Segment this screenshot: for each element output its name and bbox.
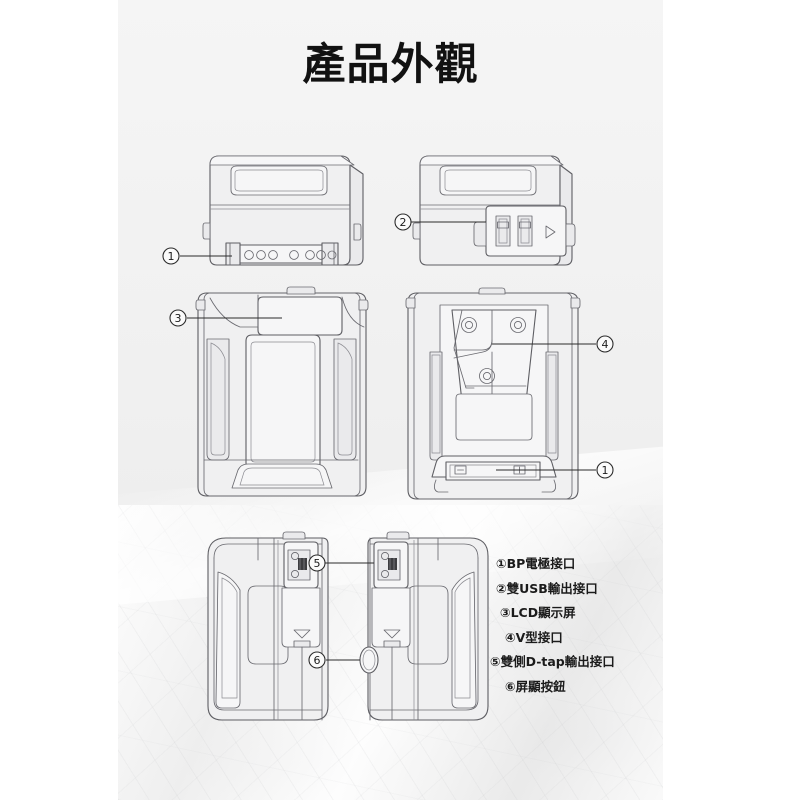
svg-text:2: 2 — [400, 216, 407, 229]
d-tap-port-left — [283, 541, 319, 589]
svg-text:6: 6 — [314, 654, 321, 667]
bp-contacts — [244, 250, 337, 260]
view-top-right: 2 — [394, 155, 576, 266]
callout-4-mid-right: 4 — [492, 335, 614, 353]
callout-1-top-left: 1 — [162, 247, 232, 265]
svg-text:4: 4 — [602, 338, 609, 351]
view-mid-left: 3 — [169, 286, 369, 497]
svg-text:1: 1 — [168, 250, 175, 263]
v-mount-plate — [451, 309, 537, 403]
legend-item-5: ⑤雙側D-tap輸出接口 — [490, 654, 615, 669]
display-button — [359, 646, 379, 674]
v-mount-screw-right — [510, 317, 526, 333]
content-panel: 產品外觀 .ln { fill:none; stroke:#5e5e63; st… — [118, 0, 663, 800]
callout-6-bottom-right: 6 — [308, 651, 360, 669]
legend-item-4: ④V型接口 — [505, 629, 563, 645]
view-top-left: 1 — [162, 155, 364, 266]
callout-5-bottom-right: 5 — [308, 554, 374, 572]
legend-item-6: ⑥屏顯按鈕 — [505, 678, 566, 694]
svg-text:1: 1 — [602, 464, 609, 477]
v-mount-screw-left — [461, 317, 477, 333]
callout-2-top-right: 2 — [394, 213, 486, 231]
svg-text:5: 5 — [314, 557, 321, 570]
svg-text:3: 3 — [175, 312, 182, 325]
terminal-negative — [454, 465, 467, 475]
callout-1-mid-right: 1 — [496, 461, 614, 479]
callout-3-mid-left: 3 — [169, 309, 282, 327]
legend-item-2: ②雙USB輸出接口 — [496, 580, 598, 596]
d-tap-port-right — [373, 541, 409, 589]
view-mid-right: 4 1 — [405, 287, 614, 500]
v-mount-screw-bottom — [479, 368, 495, 384]
view-bottom-left: 5 — [207, 531, 448, 721]
legend-item-1: ①BP電極接口 — [496, 556, 576, 571]
legend-item-3: ③LCD顯示屏 — [500, 605, 576, 620]
legend-list: ①BP電極接口 ②雙USB輸出接口 ③LCD顯示屏 ④V型接口 ⑤雙側D-tap… — [490, 556, 663, 703]
page-title: 產品外觀 — [302, 40, 479, 90]
product-drawings: .ln { fill:none; stroke:#5e5e63; stroke-… — [118, 0, 663, 800]
view-bottom-right: 5 6 — [308, 531, 489, 721]
